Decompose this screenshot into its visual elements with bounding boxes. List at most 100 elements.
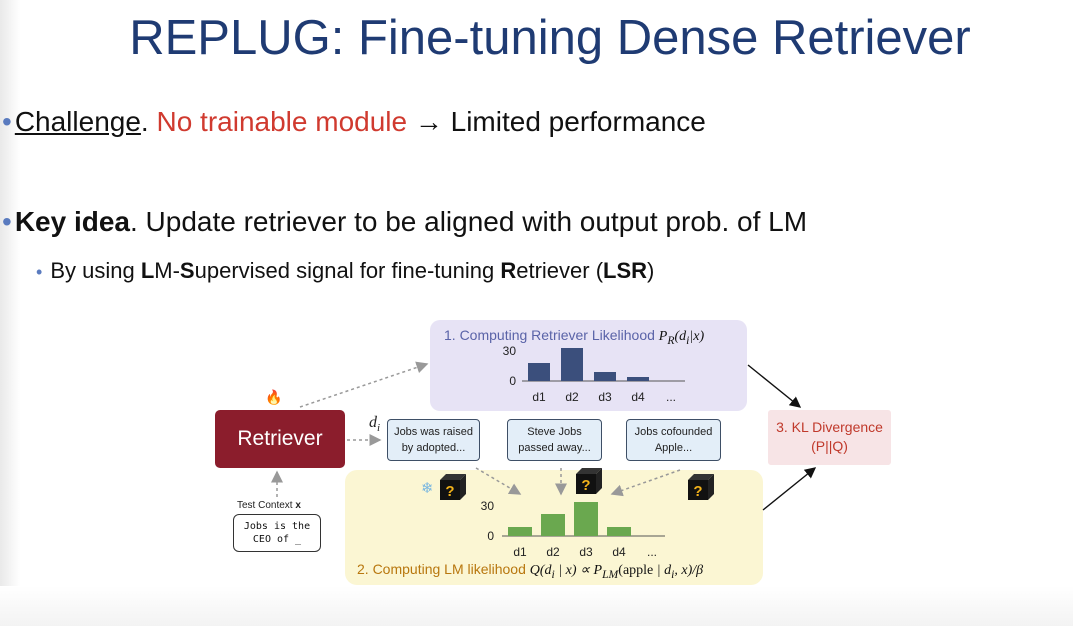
formula-mid: | x) ∝ P (554, 563, 603, 578)
key-idea-rest: . Update retriever to be aligned with ou… (129, 206, 808, 237)
chart-x-tick: d1 (532, 390, 546, 404)
question-mark: ? (445, 483, 454, 500)
retriever-likelihood-panel (430, 320, 747, 411)
left-edge-shade (0, 0, 20, 626)
retriever-panel-title-text: 1. Computing Retriever Likelihood (444, 327, 655, 343)
arrow-retriever-to-panel (299, 361, 429, 408)
di-sub: i (377, 422, 381, 435)
di-d: d (369, 414, 377, 431)
chart-bar (508, 527, 532, 536)
arrow-panel-r-to-kl (747, 364, 802, 408)
sub-r: R (500, 258, 517, 283)
chart-x-tick: ... (647, 545, 657, 559)
document-card: Jobs was raised by adopted... (387, 419, 480, 461)
question-mark: ? (581, 477, 590, 494)
chart-bar (574, 502, 598, 536)
chart-y-tick: 0 (487, 529, 494, 543)
kl-line1: 3. KL Divergence (776, 419, 883, 435)
kl-line2: (P||Q) (811, 438, 848, 454)
chart-x-tick: d3 (579, 545, 593, 559)
sub-close: ) (647, 258, 655, 283)
formula-sub-r: R (667, 333, 675, 347)
formula-sub-lm: LM (602, 567, 619, 581)
di-label: di (369, 414, 380, 434)
lm-cube-icon: ? (688, 474, 714, 500)
lm-cube-icon: ? (576, 468, 602, 494)
doc-line2: passed away... (518, 442, 591, 454)
chart-x-tick: d4 (631, 390, 645, 404)
bottom-edge-shade (0, 586, 1073, 626)
bullet-key-idea: •Key idea. Update retriever to be aligne… (2, 206, 807, 238)
retriever-likelihood-chart: 0 30 d1 d2 d3 d4... (503, 344, 685, 404)
question-mark: ? (693, 483, 702, 500)
lm-panel-title: 2. Computing LM likelihood Q(d i | x) ∝ P… (357, 561, 703, 581)
formula-tail: | d (653, 563, 672, 578)
sub-prefix: By using (50, 258, 141, 283)
formula-i: i (686, 333, 690, 347)
test-context-line1: Jobs is the (243, 521, 311, 532)
chart-x-tick: d4 (612, 545, 626, 559)
challenge-rest: Limited performance (450, 106, 706, 137)
chart-y-tick: 0 (509, 374, 516, 388)
chart-bar (594, 372, 616, 381)
snowflake-icon: ❄ (421, 480, 434, 497)
bullet-challenge: •Challenge. No trainable module → Limite… (2, 106, 706, 138)
chart-bar (627, 377, 649, 381)
chart-bar (528, 363, 550, 381)
formula-d: (d (674, 329, 687, 344)
chart-bar (541, 514, 565, 536)
arrow-glyph: → (414, 106, 443, 137)
doc-line1: Jobs was raised (394, 426, 473, 438)
chart-bar (561, 348, 583, 381)
challenge-highlight: No trainable module (156, 106, 408, 137)
chart-y-tick: 30 (481, 499, 495, 513)
chart-x-tick: d2 (565, 390, 579, 404)
sub-etriever: etriever ( (516, 258, 604, 283)
sub-s: S (179, 258, 195, 283)
formula-end: , x)/β (674, 563, 704, 578)
lm-cube-icon: ? (440, 474, 466, 500)
test-context-label-text: Test Context (237, 500, 296, 511)
bullet-dot: • (2, 206, 12, 237)
bullet-dot: • (2, 106, 12, 137)
doc-line1: Steve Jobs (527, 426, 582, 438)
retriever-formula: PR(di|x) (658, 329, 704, 347)
doc-line2: Apple... (654, 442, 693, 454)
formula-q: Q(d (529, 563, 552, 578)
slide-title: REPLUG: Fine-tuning Dense Retriever (129, 11, 971, 65)
formula-p: P (658, 329, 668, 344)
challenge-label: Challenge (14, 106, 141, 137)
test-context-label: Test Context x (237, 500, 301, 511)
test-context-box: Jobs is the CEO of _ (233, 514, 321, 552)
bullet-dot: • (36, 262, 43, 282)
document-card: Jobs cofounded Apple... (626, 419, 721, 461)
chart-x-tick: d2 (546, 545, 560, 559)
sub-bullet-lsr: • By using LM-Supervised signal for fine-… (36, 258, 654, 284)
sub-lsr: LSR (603, 258, 648, 283)
sub-l: L (140, 258, 155, 283)
arrow-doc3-to-chart (610, 469, 681, 497)
kl-divergence-box: 3. KL Divergence (P||Q) (768, 410, 891, 465)
key-idea-label: Key idea (14, 206, 130, 237)
test-context-x: x (295, 500, 301, 511)
challenge-punct: . (140, 106, 149, 137)
formula-apple: (apple (618, 563, 654, 578)
chart-x-tick: d3 (598, 390, 612, 404)
document-card: Steve Jobs passed away... (507, 419, 602, 461)
retriever-block: Retriever (215, 410, 345, 468)
fire-icon: 🔥 (265, 389, 283, 405)
arrow-doc1-to-chart (475, 467, 522, 495)
doc-line1: Jobs cofounded (634, 426, 713, 438)
chart-x-tick: d1 (513, 545, 527, 559)
sub-upervised: upervised signal for fine-tuning (194, 258, 501, 283)
retriever-panel-title: 1. Computing Retriever Likelihood PR(di|… (444, 327, 704, 347)
sub-m: M- (154, 258, 180, 283)
chart-x-tick: ... (666, 390, 676, 404)
chart-bar (607, 527, 631, 536)
test-context-line2: CEO of _ (252, 534, 302, 545)
lm-likelihood-chart: 0 30 d1 d2 d3 d4... (481, 499, 665, 559)
formula-tail-i: i (671, 567, 675, 581)
lm-panel-title-text: 2. Computing LM likelihood (357, 561, 526, 577)
chart-y-tick: 30 (503, 344, 517, 358)
